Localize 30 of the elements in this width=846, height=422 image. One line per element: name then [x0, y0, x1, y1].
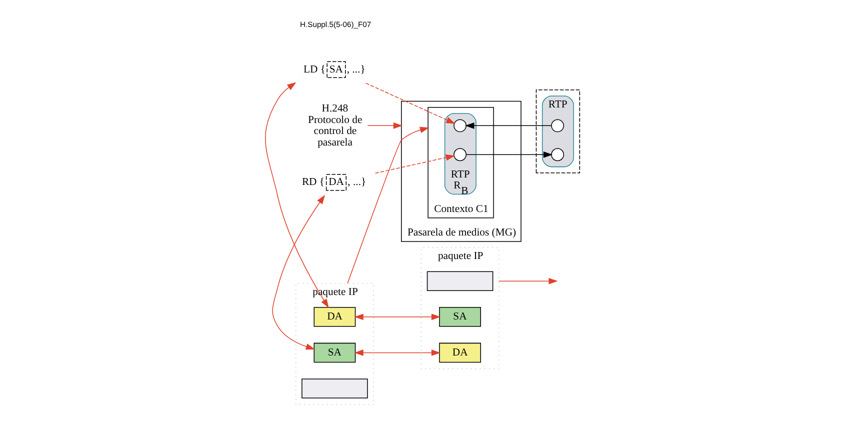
label: H.Suppl.5(5-06)_F07 [300, 20, 371, 29]
arrow [364, 82, 455, 124]
arrow [464, 122, 552, 129]
node-label: RD { [301, 177, 324, 188]
node-label: LD { [302, 64, 325, 76]
arrow [366, 122, 402, 129]
arrow [374, 154, 454, 174]
arrow [354, 314, 440, 320]
node-circle [453, 119, 466, 132]
node-text: H.248 Protocolo de control de pasarela [308, 103, 362, 149]
node-box: DA [313, 307, 356, 327]
arrow [498, 278, 558, 284]
arrow [264, 82, 328, 308]
node-box: SA [313, 342, 356, 363]
node-box [301, 378, 368, 398]
node-box: SA [326, 61, 346, 78]
arrow [354, 350, 440, 356]
node-circle [550, 148, 564, 162]
node-label: , ...} [346, 64, 365, 76]
node-box: SA [438, 307, 480, 327]
arrow [346, 126, 429, 284]
node-label: , ...} [347, 177, 366, 188]
node-circle [550, 119, 564, 132]
node-box [426, 271, 493, 291]
arrow [465, 151, 552, 158]
node-box: DA [438, 342, 480, 363]
node-circle [453, 148, 466, 162]
cluster [535, 89, 580, 174]
node-box: DA [325, 174, 346, 191]
arrow [272, 194, 324, 350]
